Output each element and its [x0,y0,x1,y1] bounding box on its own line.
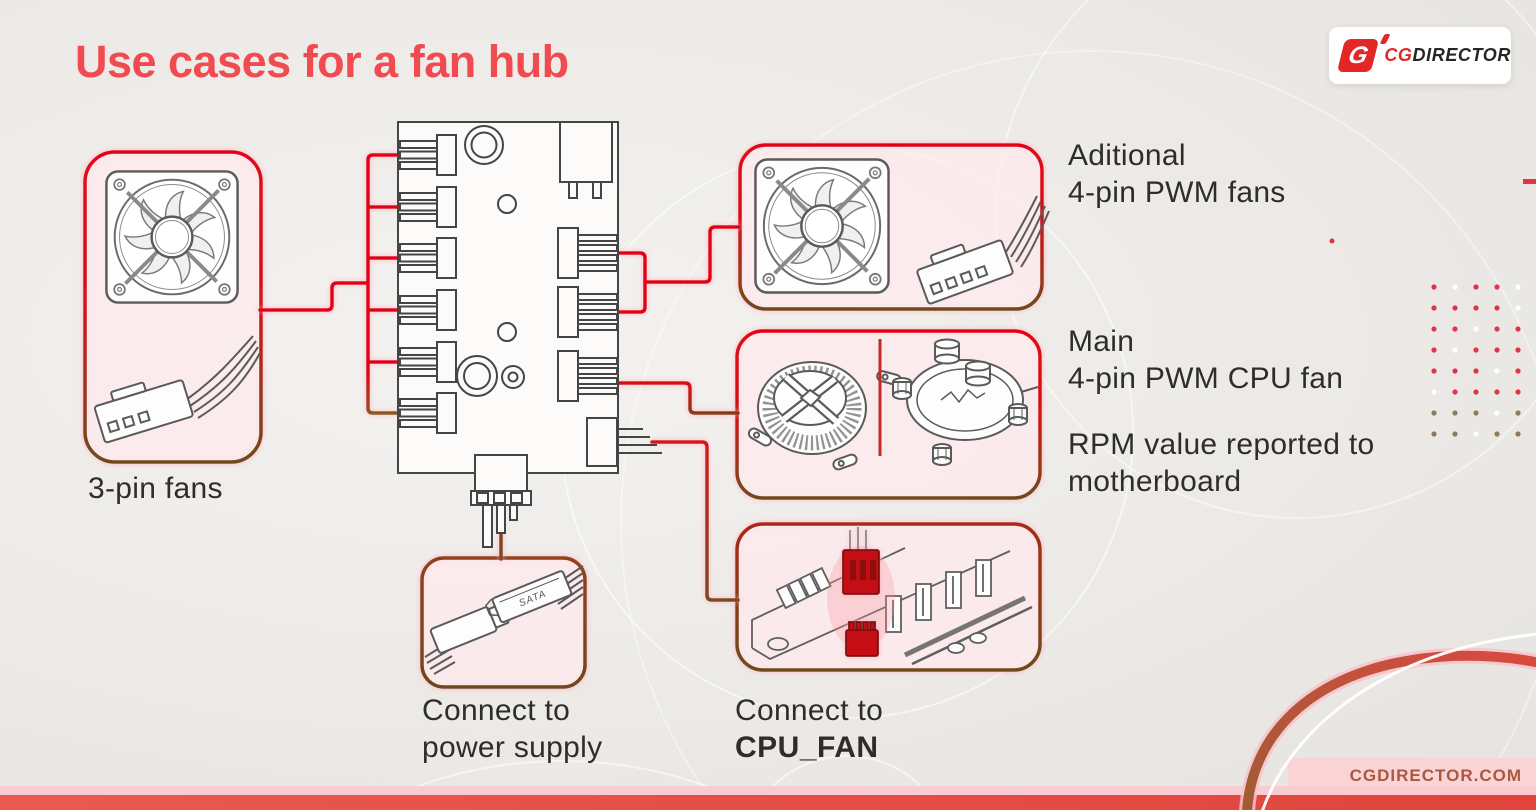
decor-dot [1431,368,1437,374]
hub-cpufan-connector [586,417,662,467]
decor-dot [1452,410,1458,416]
hub-sata-connector [470,454,532,548]
line-left-bracket [366,153,402,415]
decor-dot [1473,326,1479,332]
decor-dot [1452,326,1458,332]
footer-red-bar [0,795,1536,810]
label-additional-fans: Aditional 4-pin PWM fans [1068,137,1286,211]
line-additional-link [643,225,741,284]
label-main-cpu-fan: Main 4-pin PWM CPU fan [1068,323,1343,397]
decor-dot [1515,284,1521,290]
decor-dot [1431,389,1437,395]
decor-dot [1473,347,1479,353]
label-line: Main [1068,325,1135,358]
label-line: Connect to [422,694,571,727]
red-connection-lines [258,153,741,602]
decor-dot-grid [1431,284,1521,437]
decor-dash [1523,179,1536,184]
water-block-icon [892,338,1039,466]
decor-dot [1452,284,1458,290]
label-line: power supply [422,731,603,764]
label-line: 3-pin fans [88,472,223,505]
decor-curves [1239,632,1536,810]
decor-dot [1431,305,1437,311]
label-line: 4-pin PWM CPU fan [1068,362,1344,395]
brand-logo-icon: G [1336,34,1391,72]
decor-dot [1452,389,1458,395]
motherboard-icon [751,527,1033,666]
four-pin-connector-icon [916,195,1050,305]
case-fan-icon [753,157,891,295]
decor-dot [1473,368,1479,374]
decor-dot [1473,431,1479,437]
decor-dot [1473,284,1479,290]
decor-dot [1452,431,1458,437]
three-pin-connector-icon [93,335,261,444]
label-3pin-fans: 3-pin fans [88,470,223,507]
decor-dot [1473,410,1479,416]
decor-dot [1452,347,1458,353]
decor-dot [1473,389,1479,395]
decor-dot [1431,431,1437,437]
label-line: 4-pin PWM fans [1068,176,1286,209]
brand-logo: G CGDIRECTOR [1329,27,1511,84]
decor-dot [1494,347,1500,353]
cpu-fan-header-highlight [842,527,880,657]
logo-text-director: DIRECTOR [1412,45,1511,65]
label-line: RPM value reported to [1068,428,1375,461]
line-3pin-box-link [258,281,370,312]
hub-left-headers [399,134,457,434]
decor-dot [1515,410,1521,416]
decor-dot [1494,389,1500,395]
line-cpufan-link [650,440,740,602]
decor-dot [1431,284,1437,290]
line-main-link [615,381,740,415]
hub-right-headers [557,227,618,402]
logo-text-cg: CG [1384,45,1413,65]
decor-dot [1515,368,1521,374]
decor-dot [1494,368,1500,374]
decor-dot [1431,410,1437,416]
decor-dot [1515,347,1521,353]
label-line: motherboard [1068,465,1242,498]
label-rpm-note: RPM value reported to motherboard [1068,426,1374,500]
decor-dot [1515,389,1521,395]
decor-dot [1494,410,1500,416]
label-line: CPU_FAN [735,731,879,764]
case-fan-icon [104,169,240,305]
label-power-supply: Connect to power supply [422,692,602,766]
line-right-bracket [615,251,647,314]
brand-logo-text: CGDIRECTOR [1384,45,1511,66]
decor-dot [1452,305,1458,311]
decor-dot [1515,305,1521,311]
decor-dot [1452,368,1458,374]
footer-site-url: CGDIRECTOR.COM [1349,766,1522,785]
cpu-air-cooler-icon [747,361,902,471]
label-cpu-fan: Connect to CPU_FAN [735,692,883,766]
decor-dot [1431,347,1437,353]
decor-dot [1494,431,1500,437]
label-line: Connect to [735,694,884,727]
decor-dot [1515,326,1521,332]
logo-tick [1379,34,1391,44]
logo-g-letter: G [1345,41,1371,69]
page-title: Use cases for a fan hub [75,36,569,87]
decor-dot [1473,305,1479,311]
label-line: Aditional [1068,139,1186,172]
decor-dot [1431,326,1437,332]
decor-dot [1329,238,1335,244]
decor-dot [1494,305,1500,311]
sata-adapter-icon: SATA [424,565,584,675]
decor-dot [1494,326,1500,332]
decor-dot [1494,284,1500,290]
decor-dot [1515,431,1521,437]
fan-hub-illustration [397,121,662,548]
footer-pink-strip [0,786,1536,795]
